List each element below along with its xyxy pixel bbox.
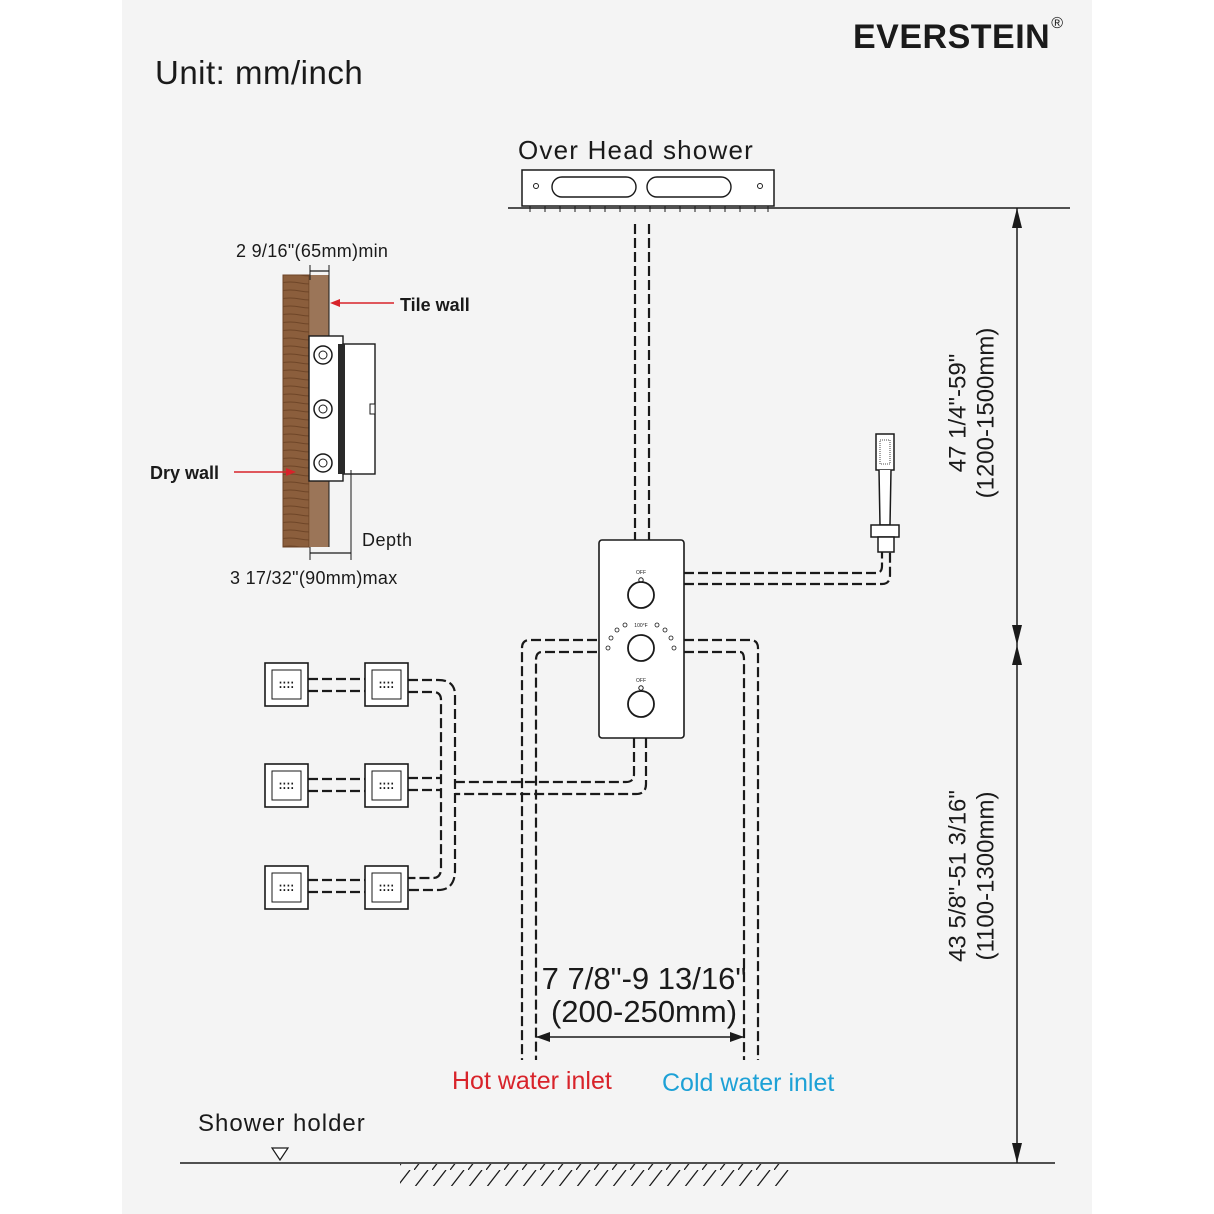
overhead-shower-head bbox=[521, 169, 775, 212]
wall-section-detail bbox=[234, 265, 394, 560]
svg-text:∷∷: ∷∷ bbox=[279, 779, 295, 794]
upper-height-mm: (1200-1500mm) bbox=[972, 327, 999, 499]
inlet-spacing-inches: 7 7/8"-9 13/16" bbox=[541, 961, 747, 996]
brand-logo: EVERSTEIN® bbox=[853, 16, 1064, 56]
inlet-spacing-mm: (200-250mm) bbox=[550, 994, 738, 1030]
valve-top-label: OFF bbox=[636, 570, 646, 576]
svg-text:∷∷: ∷∷ bbox=[379, 678, 395, 693]
depth-label: Depth bbox=[362, 530, 413, 550]
thermostatic-valve-plate: OFF 100°F OFF bbox=[598, 539, 685, 739]
pipe-network bbox=[308, 224, 892, 1060]
hand-shower bbox=[870, 433, 900, 553]
temperature-scale-dots bbox=[605, 622, 677, 651]
svg-text:∷∷: ∷∷ bbox=[279, 678, 295, 693]
tile-wall-label: Tile wall bbox=[400, 295, 470, 315]
valve-bottom-label: OFF bbox=[636, 678, 646, 684]
svg-text:∷∷: ∷∷ bbox=[379, 881, 395, 896]
upper-height-dimension: 47 1/4"-59" (1200-1500mm) bbox=[944, 328, 999, 499]
svg-text:∷∷: ∷∷ bbox=[279, 881, 295, 896]
dry-wall-section bbox=[282, 274, 310, 548]
hot-water-inlet-label: Hot water inlet bbox=[452, 1067, 612, 1095]
cold-water-inlet-label: Cold water inlet bbox=[662, 1069, 835, 1097]
body-jet: ∷∷ bbox=[264, 865, 309, 910]
body-jet: ∷∷ bbox=[364, 662, 409, 707]
lower-height-inches: 43 5/8"-51 3/16" bbox=[944, 790, 972, 962]
upper-height-inches: 47 1/4"-59" bbox=[944, 353, 972, 473]
valve-rough-in-box bbox=[308, 335, 376, 482]
overhead-shower-label: Over Head shower bbox=[518, 135, 754, 165]
body-jet: ∷∷ bbox=[264, 763, 309, 808]
floor-level-marker bbox=[270, 1147, 290, 1162]
valve-knob-bottom bbox=[627, 690, 655, 718]
wall-max-dimension: 3 17/32"(90mm)max bbox=[230, 568, 398, 588]
inlet-spacing-label: 7 7/8"-9 13/16" (200-250mm) bbox=[542, 962, 747, 1029]
body-jet: ∷∷ bbox=[364, 865, 409, 910]
lower-height-dimension: 43 5/8"-51 3/16" (1100-1300mm) bbox=[944, 790, 999, 962]
floor bbox=[180, 1147, 1055, 1186]
shower-holder-label: Shower holder bbox=[198, 1110, 366, 1137]
dry-wall-label: Dry wall bbox=[150, 463, 220, 483]
valve-middle-label: 100°F bbox=[634, 623, 647, 629]
wall-min-dimension: 2 9/16"(65mm)min bbox=[236, 241, 389, 261]
svg-text:∷∷: ∷∷ bbox=[379, 779, 395, 794]
body-jet: ∷∷ bbox=[364, 763, 409, 808]
height-dimension-line bbox=[1012, 208, 1022, 1163]
inlet-spacing-dimension bbox=[536, 1032, 744, 1042]
registered-mark: ® bbox=[1051, 15, 1064, 32]
valve-knob-middle bbox=[627, 634, 655, 662]
brand-name: EVERSTEIN bbox=[853, 18, 1051, 56]
unit-label: Unit: mm/inch bbox=[155, 54, 364, 91]
lower-height-mm: (1100-1300mm) bbox=[972, 791, 999, 961]
body-jet: ∷∷ bbox=[264, 662, 309, 707]
valve-knob-top bbox=[627, 581, 655, 609]
